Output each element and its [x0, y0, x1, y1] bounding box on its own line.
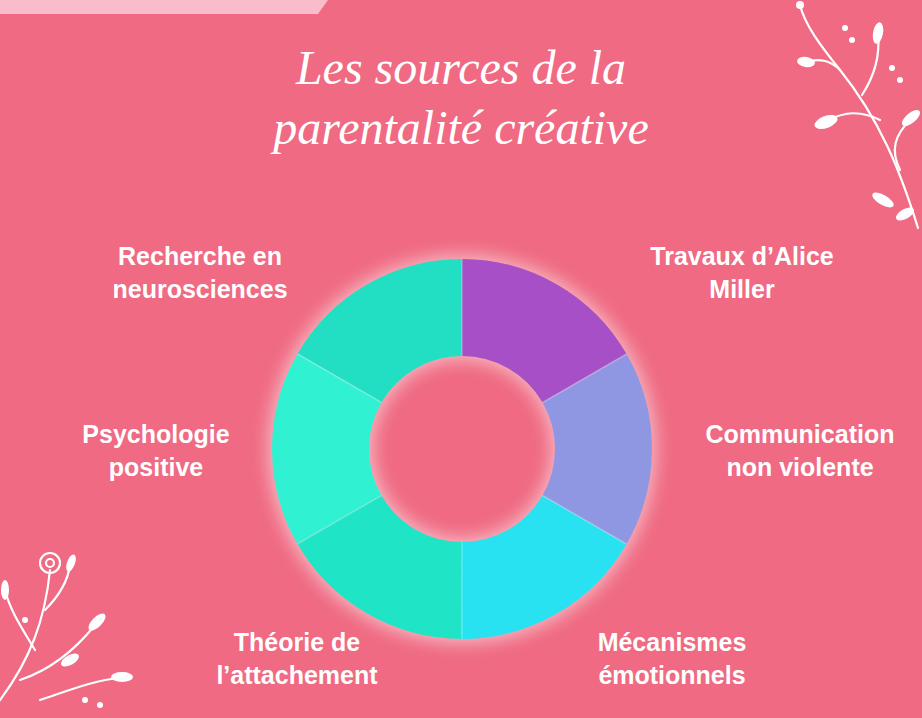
segment-label: Psychologie positive: [71, 418, 241, 484]
floral-sprig: [0, 553, 120, 700]
segment-separators: [298, 259, 627, 639]
banner: [0, 0, 328, 14]
segment-label: Recherche en neurosciences: [90, 240, 310, 306]
floral-leaves: [1, 553, 133, 708]
segment-label: Théorie de l’attachement: [202, 626, 392, 692]
segment-label: Mécanismes émotionnels: [577, 626, 767, 692]
floral-leaves: [796, 1, 922, 223]
segment-label: Communication non violente: [695, 418, 905, 484]
floral-sprig: [800, 5, 918, 228]
segment-label: Travaux d’Alice Miller: [642, 240, 842, 306]
chart-title: Les sources de la parentalité créative: [201, 38, 721, 158]
